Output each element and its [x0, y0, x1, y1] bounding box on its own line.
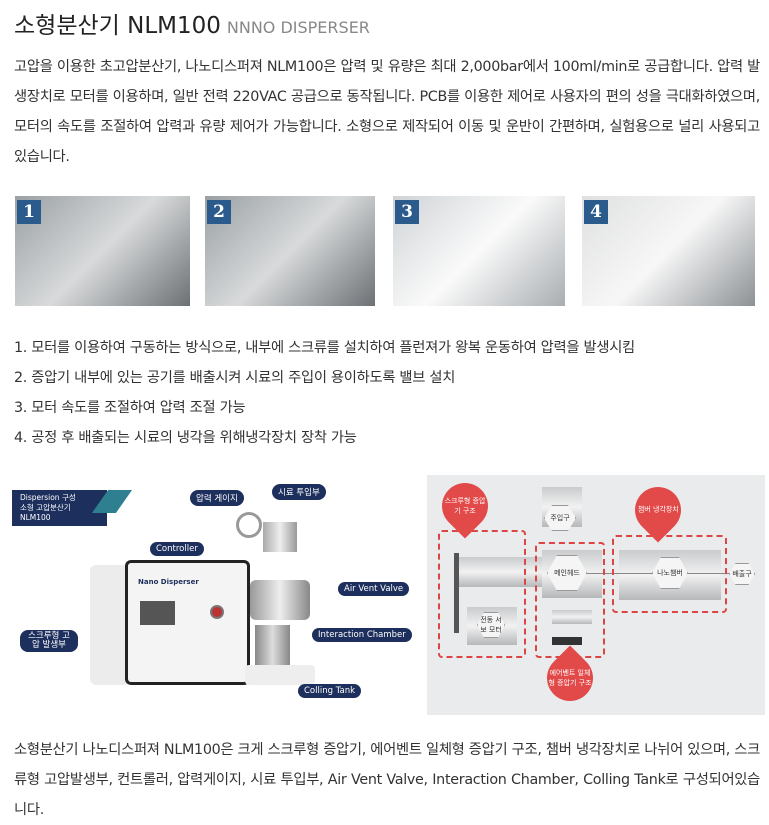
label-colling-tank: Colling Tank	[298, 684, 362, 698]
list-item: 1. 모터를 이용하여 구동하는 방식으로, 내부에 스크류를 설치하여 플런져…	[14, 340, 635, 356]
screw-region	[438, 530, 526, 658]
interaction-chamber	[250, 580, 310, 620]
controller-screen	[140, 601, 175, 625]
base	[245, 665, 315, 685]
label-controller: Controller	[150, 542, 204, 556]
photo-1: 1	[15, 196, 190, 306]
sample-hopper	[263, 522, 297, 552]
list-item: 2. 증압기 내부에 있는 공기를 배출시켜 시료의 주입이 용이하도록 밸브 …	[14, 370, 456, 386]
list-item: 3. 모터 속도를 조절하여 압력 조절 가능	[14, 400, 246, 416]
callout-cooling: 챔버 냉각장치	[625, 477, 691, 543]
page-subtitle: NNNO DISPERSER	[226, 18, 370, 37]
photo-3: 3	[393, 196, 565, 306]
cooling-region	[612, 535, 727, 613]
hex-outlet: 배출구	[729, 563, 755, 585]
controller-body: Nano Disperser	[125, 560, 250, 685]
pressure-gauge	[236, 512, 262, 538]
stand	[552, 637, 582, 645]
lower-body	[552, 610, 592, 624]
photo-number: 2	[207, 200, 231, 224]
page-title: 소형분산기 NLM100 NNNO DISPERSER	[14, 6, 370, 40]
label-screw-generator: 스크루형 고압 발생부	[20, 630, 78, 652]
label-sample-inlet: 시료 투입부	[272, 484, 326, 500]
summary-paragraph: 소형분산기 나노디스퍼져 NLM100은 크게 스크루형 증압기, 에어벤트 일…	[14, 742, 760, 818]
plate	[454, 553, 459, 633]
badge-line: 소형 고압분산기 NLM100	[20, 503, 71, 522]
list-item: 4. 공정 후 배출되는 시료의 냉각을 위해냉각장치 장착 가능	[14, 430, 357, 446]
intro-paragraph: 고압을 이용한 초고압분산기, 나노디스퍼져 NLM100은 압력 및 유량은 …	[14, 59, 760, 165]
structure-diagram: 스크루형 증압기 구조 챔버 냉각장치 에어벤트 일체형 증압기 구조 주입구 …	[427, 473, 765, 715]
photo-number: 1	[17, 200, 41, 224]
cooling-tank	[255, 625, 290, 665]
photo-number: 4	[584, 200, 608, 224]
brand-logo: Nano Disperser	[138, 578, 199, 586]
feature-list: 1. 모터를 이용하여 구동하는 방식으로, 내부에 스크류를 설치하여 플런져…	[14, 333, 635, 453]
callout-screw: 스크루형 증압기 구조	[432, 473, 498, 539]
title-text: 소형분산기 NLM100	[14, 13, 221, 39]
photo-2: 2	[205, 196, 375, 306]
photo-4: 4	[582, 196, 755, 306]
label-interaction-chamber: Interaction Chamber	[312, 628, 412, 642]
motor-housing	[90, 565, 130, 685]
badge-line: Dispersion 구성	[20, 493, 76, 502]
photo-number: 3	[395, 200, 419, 224]
control-knob	[210, 605, 224, 619]
hex-main-head: 메인헤드	[547, 555, 587, 591]
callout-text: 스크루형 증압기 구조	[444, 497, 486, 515]
label-pressure-gauge: 압력 게이지	[190, 490, 244, 506]
callout-text: 에어벤트 일체형 증압기 구조	[548, 669, 592, 687]
label-air-vent-valve: Air Vent Valve	[338, 582, 410, 596]
callout-text: 챔버 냉각장치	[637, 506, 679, 514]
